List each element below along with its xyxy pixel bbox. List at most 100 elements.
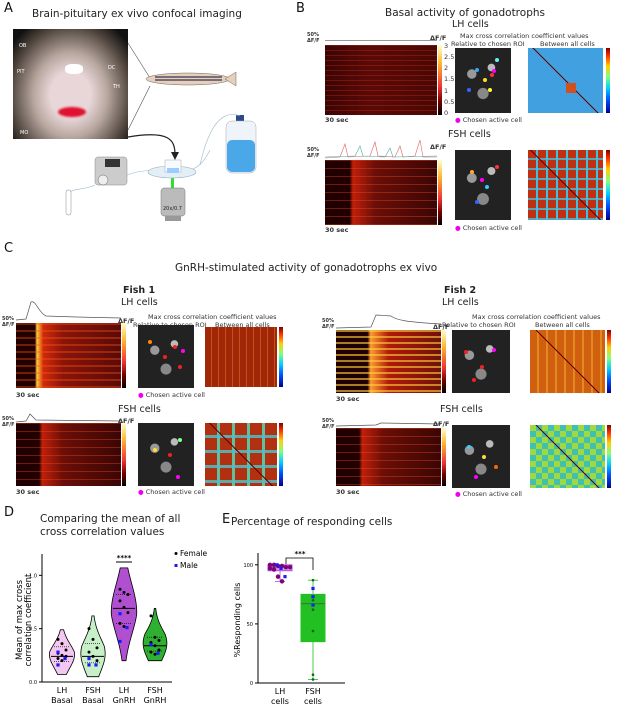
c1-lh-chosen-legend: ● Chosen active cell	[138, 391, 205, 399]
c1-fsh-scale-pct: 50%	[2, 416, 14, 422]
b-lh-heatmap	[325, 45, 437, 115]
b-fsh-time-scale: 30 sec	[325, 226, 349, 234]
c1-lh-correlation-matrix	[205, 327, 277, 387]
c1-fsh-trace	[16, 413, 121, 423]
female-point	[122, 605, 126, 609]
c1-lh-matrix-colorbar	[279, 327, 283, 387]
male-point	[311, 603, 315, 607]
b-lh-correlation-matrix	[528, 48, 603, 113]
panel-label-c: C	[4, 241, 14, 256]
female-point	[118, 587, 122, 591]
violin-2	[110, 567, 138, 662]
c2-lh-scale-dff: ΔF/F	[322, 324, 335, 330]
panel-d-title-2: cross correlation values	[40, 526, 165, 538]
objective-label: 20x/0.7	[163, 206, 182, 212]
c2-fsh-matrix-colorbar	[607, 425, 611, 488]
data-point	[267, 566, 273, 571]
tick: 0	[444, 108, 449, 117]
c1-fsh-correlation-matrix	[205, 423, 277, 486]
y-tick-label: 100	[243, 563, 253, 569]
b-cc-title: Max cross correlation coefficient values	[460, 32, 589, 40]
female-point	[122, 590, 126, 594]
b-fsh-colorbar	[438, 160, 442, 225]
c1-fsh-chosen-legend: ● Chosen active cell	[138, 488, 205, 496]
tick: 1	[444, 86, 449, 95]
significance-label: ***	[295, 550, 306, 558]
x-label-3-1: FSH	[147, 686, 163, 695]
female-point	[153, 644, 157, 648]
x-label-2-2: GnRH	[113, 696, 136, 704]
c2-lh-colorbar	[442, 330, 446, 393]
x-label-1-1: FSH	[85, 686, 101, 695]
b-fsh-correlation-matrix	[528, 150, 603, 220]
female-point	[91, 654, 95, 658]
significance-bracket	[285, 557, 314, 570]
data-point	[279, 579, 285, 584]
label-th: TH	[113, 84, 120, 90]
fish2-title: Fish 2	[444, 285, 477, 296]
c2-cc-title: Max cross correlation coefficient values	[472, 313, 601, 321]
fish1-lh-title: LH cells	[121, 297, 158, 308]
c2-fsh-time-scale: 30 sec	[336, 488, 360, 496]
tick: 2.5	[444, 53, 455, 62]
x-label-2-1: LH	[119, 686, 129, 695]
c1-lh-colorbar	[122, 323, 126, 388]
c2-lh-matrix-colorbar	[607, 330, 611, 393]
male-point	[156, 651, 160, 655]
y-axis-label-1: Mean of max cross	[15, 579, 25, 660]
female-point	[157, 638, 161, 642]
data-point	[283, 564, 289, 570]
panel-e-title: Percentage of responding cells	[231, 516, 393, 528]
x-label-1-2: Basal	[82, 696, 104, 704]
female-point	[153, 635, 157, 639]
b-fsh-cbar-title: ΔF/F	[430, 143, 447, 151]
male-point	[311, 586, 315, 591]
female-point	[60, 642, 64, 646]
perfusion-chamber-icon	[147, 159, 197, 179]
male-point	[56, 663, 60, 667]
label-dc: DC	[108, 65, 116, 71]
data-point	[275, 574, 281, 579]
male-point	[56, 650, 60, 654]
violin-3	[142, 608, 168, 662]
x-label-0-2: Basal	[51, 696, 73, 704]
b-lh-time-scale: 30 sec	[325, 116, 349, 124]
fish2-fsh-title: FSH cells	[440, 404, 483, 415]
c2-lh-trace	[336, 314, 441, 329]
female-point	[87, 627, 91, 631]
panel-d-title-1: Comparing the mean of all	[40, 513, 181, 525]
female-point	[60, 653, 64, 657]
data-point	[311, 678, 315, 681]
c1-cc-title: Max cross correlation coefficient values	[148, 313, 277, 321]
female-point	[56, 657, 60, 661]
c2-fsh-trace	[336, 422, 441, 427]
bottle-icon	[225, 115, 257, 174]
y-tick-label: 0	[250, 681, 253, 687]
c2-fsh-correlation-matrix	[530, 425, 605, 488]
c2-fsh-roi-image	[452, 425, 510, 488]
male-point	[125, 626, 129, 630]
b-fsh-heatmap	[325, 160, 437, 225]
chosen-label: Chosen active cell	[145, 391, 205, 399]
c2-lh-cbar-title: ΔF/F	[433, 323, 450, 331]
female-point	[126, 611, 130, 615]
b-lh-matrix-colorbar	[606, 48, 610, 113]
b-lh-cbar-title: ΔF/F	[430, 34, 447, 42]
c2-fsh-chosen-legend: ● Chosen active cell	[455, 490, 522, 498]
data-point	[271, 562, 277, 568]
c1-lh-scale-dff: ΔF/F	[2, 322, 15, 328]
box-1	[300, 593, 326, 643]
c2-lh-roi-image	[452, 330, 510, 393]
data-point	[311, 673, 315, 677]
b-lh-roi-image	[455, 48, 511, 113]
female-point	[91, 637, 95, 641]
b-fsh-title: FSH cells	[448, 129, 491, 140]
female-point	[118, 599, 122, 603]
b-fsh-chosen-legend: ● Chosen active cell	[455, 224, 522, 232]
chosen-dot-icon: ●	[455, 224, 461, 232]
b-lh-scale-dff: ΔF/F	[307, 38, 320, 44]
male-point	[311, 595, 315, 599]
fish1-fsh-title: FSH cells	[118, 404, 161, 415]
